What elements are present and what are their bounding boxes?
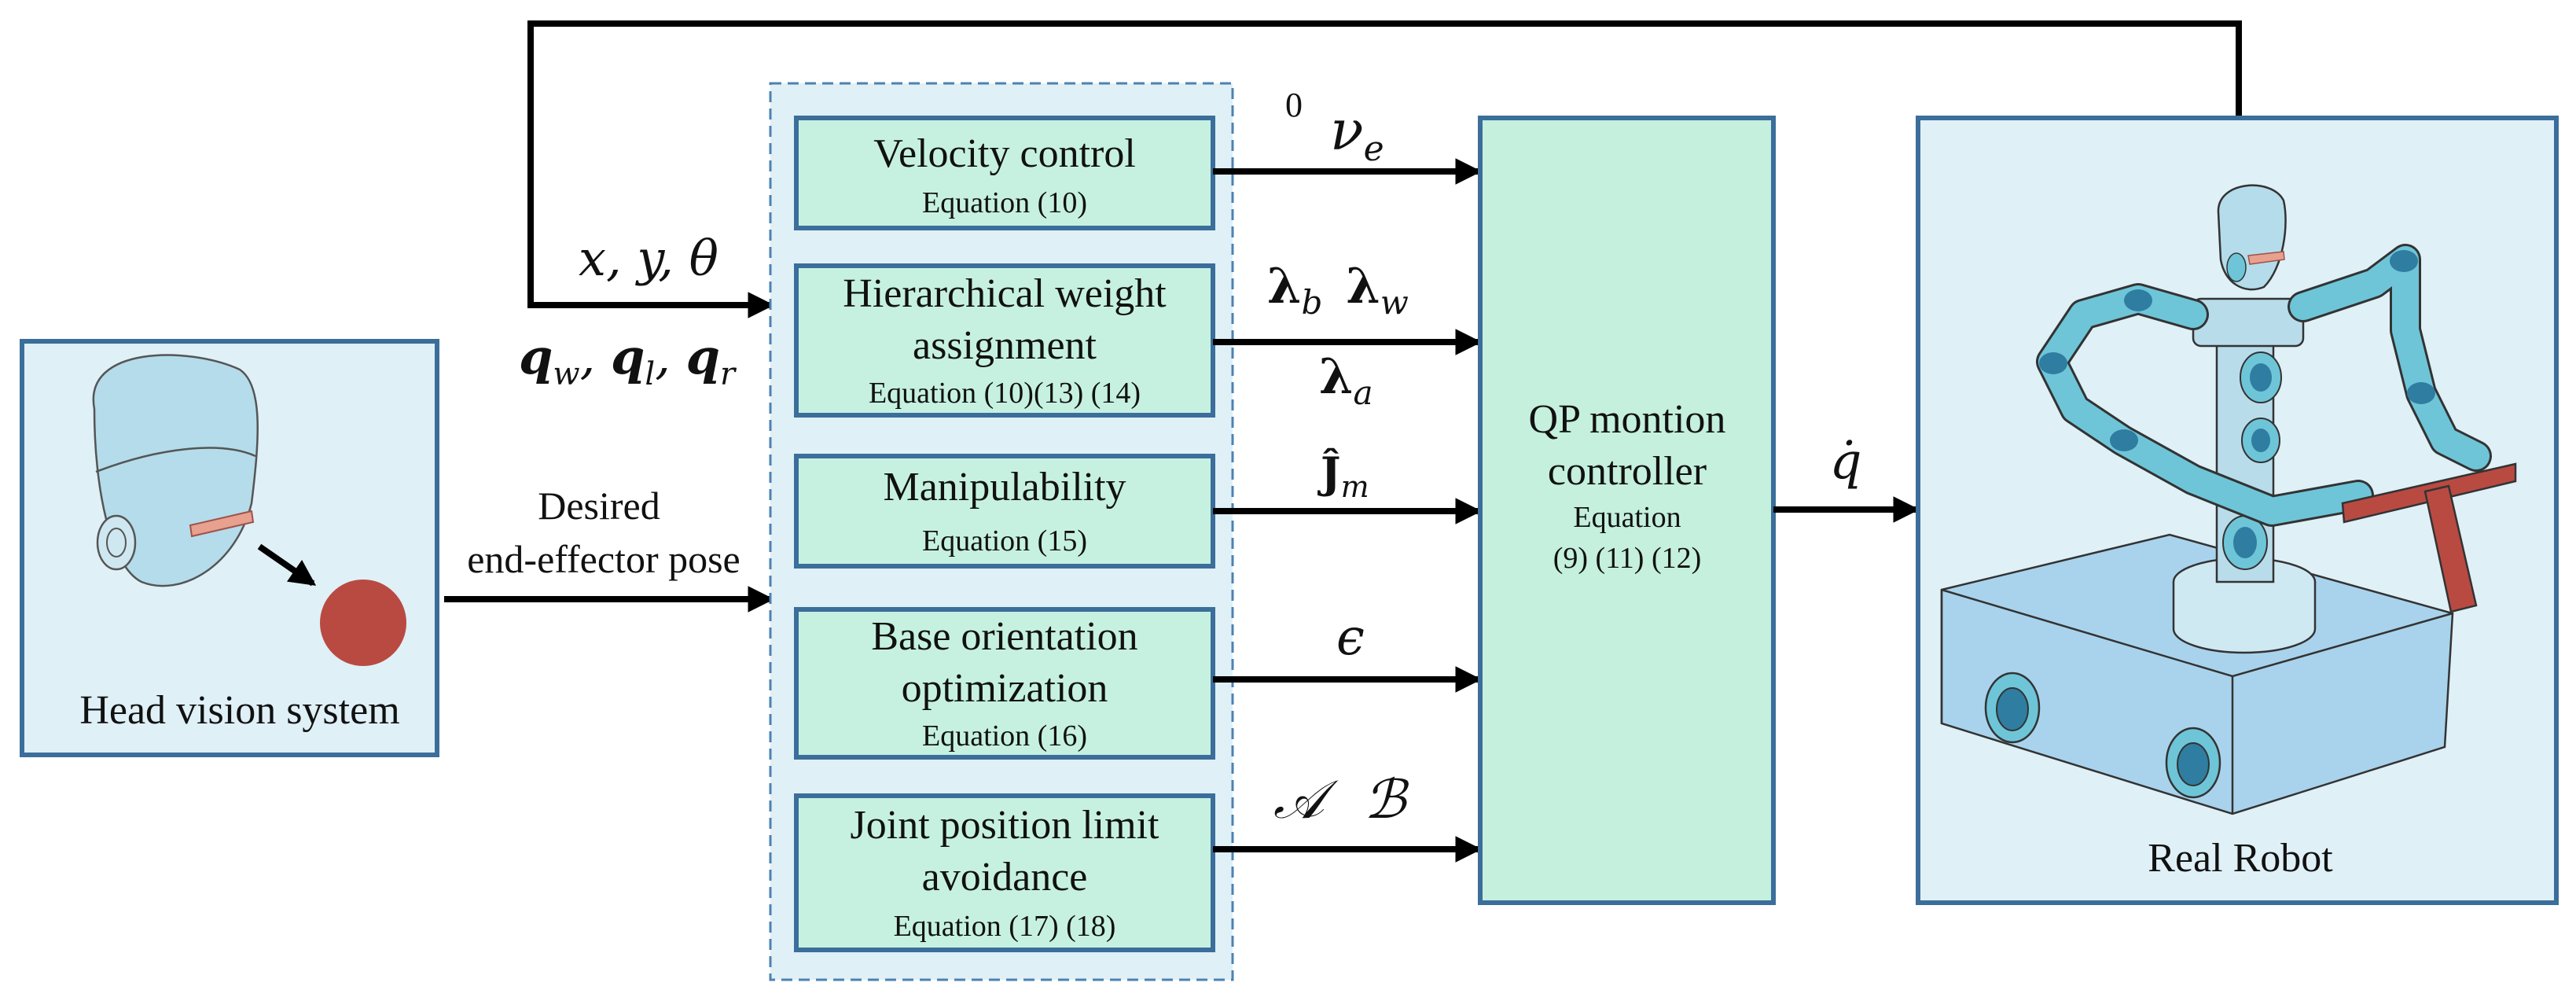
wheel-icon xyxy=(1984,672,2041,744)
module-title-line2: avoidance xyxy=(922,855,1088,900)
module-title: Base orientation xyxy=(871,614,1137,659)
robot-head-icon xyxy=(92,354,259,587)
qp-title-line1: QP montion xyxy=(1529,397,1726,442)
module-title: Velocity control xyxy=(873,131,1136,176)
real-robot-caption: Real Robot xyxy=(2148,836,2333,881)
a-set-label: 𝒜 xyxy=(1273,769,1339,831)
module-equation: Equation (16) xyxy=(922,719,1087,753)
module-title: Hierarchical weight xyxy=(843,271,1167,316)
module-equation: Equation (10)(13) (14) xyxy=(869,377,1141,410)
qp-title-line2: controller xyxy=(1548,449,1707,494)
gaze-arrow xyxy=(257,543,317,587)
lambda-a-label: λa xyxy=(1319,348,1373,412)
head-vision-panel: Head vision system xyxy=(20,339,439,757)
module-title-line2: assignment xyxy=(913,323,1097,368)
nu-prescript: 0 xyxy=(1285,86,1303,124)
feedback-loop xyxy=(527,20,2242,318)
b-set-label: ℬ xyxy=(1364,769,1409,831)
module-base-orientation: Base orientation optimization Equation (… xyxy=(794,607,1215,760)
qdot-label: q̇ xyxy=(1830,432,1862,491)
module-joint-limit: Joint position limit avoidance Equation … xyxy=(794,793,1215,952)
qp-controller-box: QP montion controller Equation (9) (11) … xyxy=(1478,116,1776,905)
nu-label: νe xyxy=(1330,98,1384,169)
pose-label-line2: end-effector pose xyxy=(467,537,740,581)
head-vision-caption: Head vision system xyxy=(79,688,399,733)
module-equation: Equation (10) xyxy=(922,186,1087,219)
qp-equation-label: Equation xyxy=(1573,501,1681,534)
real-robot-panel: Real Robot xyxy=(1916,116,2559,905)
module-equation: Equation (15) xyxy=(922,524,1087,558)
pose-label-line1: Desired xyxy=(538,484,660,528)
module-hierarchical-weight: Hierarchical weight assignment Equation … xyxy=(794,263,1215,418)
module-equation: Equation (17) (18) xyxy=(894,910,1116,943)
module-manipulability: Manipulability Equation (15) xyxy=(794,454,1215,569)
epsilon-label: ϵ xyxy=(1336,609,1365,667)
qp-equation-refs: (9) (11) (12) xyxy=(1553,542,1702,575)
wheel-icon xyxy=(2165,727,2221,799)
feedback-label: x, y, θ xyxy=(579,230,718,287)
module-title: Manipulability xyxy=(883,465,1126,510)
module-velocity-control: Velocity control Equation (10) xyxy=(794,116,1215,230)
jacobian-label: Ĵm xyxy=(1317,447,1369,504)
joint-state-label: qw, ql, qr xyxy=(519,328,737,392)
module-title-line2: optimization xyxy=(902,666,1108,711)
target-object xyxy=(320,580,406,666)
module-title: Joint position limit xyxy=(851,803,1159,848)
robot-illustration xyxy=(1940,184,2517,815)
